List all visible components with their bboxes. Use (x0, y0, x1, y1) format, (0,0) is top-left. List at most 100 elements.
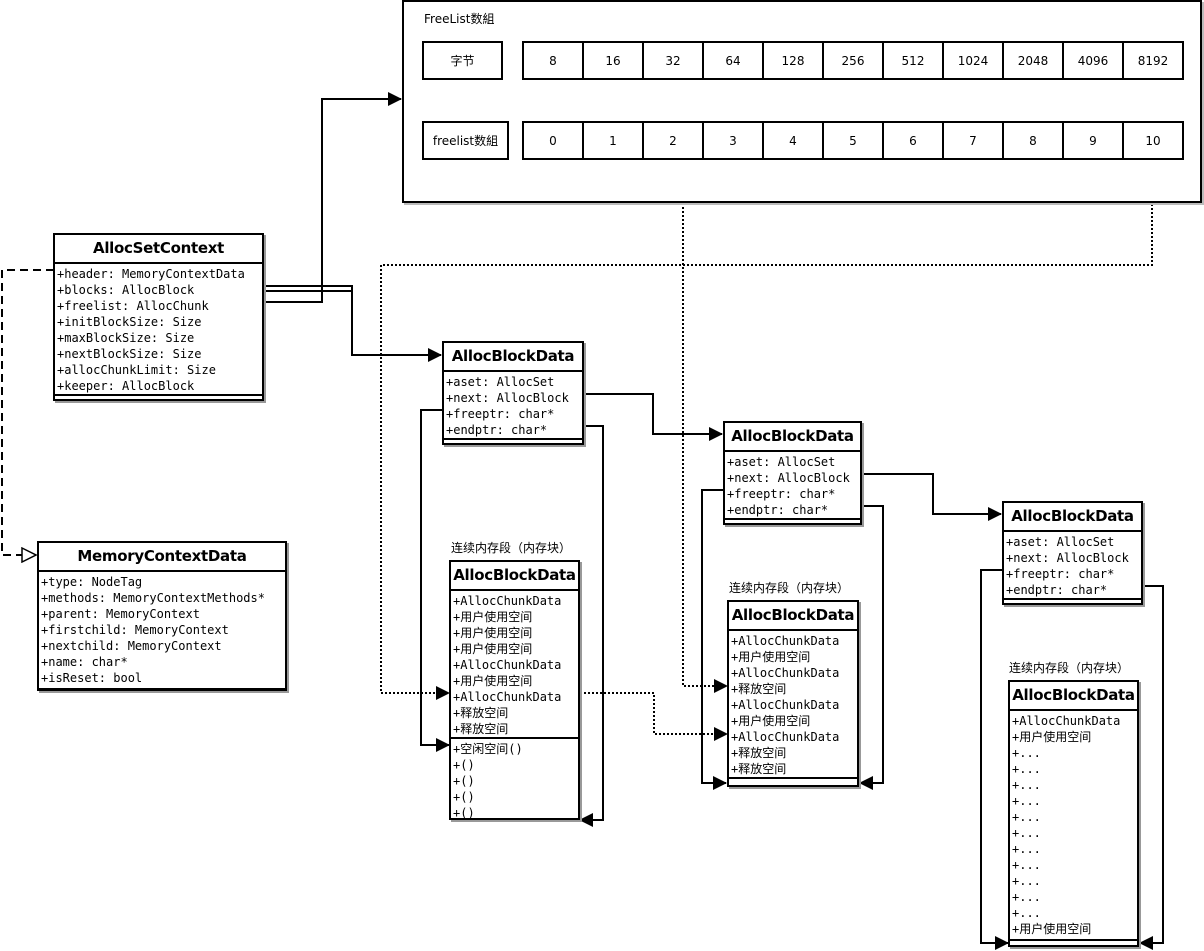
byte-size-cell: 16 (582, 41, 644, 80)
member-row: +AllocChunkData (453, 690, 562, 704)
member-row: +name: char* (41, 655, 128, 669)
member-row: +AllocChunkData (731, 698, 840, 712)
freelist-index-cell: 5 (822, 121, 884, 160)
header-inheritance-arrow (1, 269, 54, 555)
member-row: +释放空间 (731, 746, 787, 760)
class-title: AllocBlockData (451, 562, 578, 591)
member-row: +next: AllocBlock (446, 391, 569, 405)
class-title: MemoryContextData (39, 543, 285, 572)
block2-endptr-arrow (859, 505, 884, 790)
block1-next-arrow (583, 393, 723, 441)
member-row: +... (1012, 874, 1041, 888)
bytes-row-label: 字节 (422, 41, 503, 80)
freelist-index-cell: 2 (642, 121, 704, 160)
member-row: +... (1012, 778, 1041, 792)
class-title: AllocBlockData (1004, 503, 1141, 532)
member-row: +type: NodeTag (41, 575, 143, 589)
member-row: +AllocChunkData (453, 658, 562, 672)
class-title: AllocBlockData (729, 602, 857, 631)
segment-caption-2: 连续内存段（内存块） (729, 581, 850, 595)
memory-segment-2: AllocBlockData +AllocChunkData+用户使用空间+Al… (727, 600, 859, 787)
block-header-3: AllocBlockData +aset: AllocSet+next: All… (1002, 501, 1143, 605)
member-row: +AllocChunkData (731, 730, 840, 744)
member-row: +methods: MemoryContextMethods* (41, 591, 265, 605)
member-row: +用户使用空间 (731, 650, 811, 664)
member-row: +用户使用空间 (731, 714, 811, 728)
chunk-next-dotted-link (580, 692, 728, 741)
member-row: +initBlockSize: Size (57, 315, 202, 329)
attribute-list: +aset: AllocSet +next: AllocBlock +freeptr… (444, 372, 582, 440)
class-title: AllocBlockData (444, 343, 582, 372)
member-row: +aset: AllocSet (446, 375, 555, 389)
member-row: +nextBlockSize: Size (57, 347, 202, 361)
byte-size-cell: 128 (762, 41, 824, 80)
attribute-list: +AllocChunkData +用户使用空间 +用户使用空间 +用户使用空间 +All… (451, 591, 578, 739)
attribute-list: +AllocChunkData +用户使用空间 +... +... +... +... +.… (1010, 711, 1137, 941)
member-row: +() (453, 790, 475, 804)
freelist-index-cell: 9 (1062, 121, 1124, 160)
member-row: +... (1012, 858, 1041, 872)
member-row: +用户使用空间 (1012, 922, 1092, 936)
block3-freeptr-arrow (980, 569, 1009, 950)
block-header-1: AllocBlockData +aset: AllocSet +next: All… (442, 341, 584, 445)
member-row: +maxBlockSize: Size (57, 331, 195, 345)
member-row: +AllocChunkData (731, 666, 840, 680)
freelist-index-cell: 1 (582, 121, 644, 160)
freelist-frame-title: FreeList数組 (424, 12, 495, 26)
byte-size-cell: 512 (882, 41, 944, 80)
member-row: +header: MemoryContextData (57, 267, 245, 281)
block1-endptr-arrow (579, 425, 604, 827)
class-title: AllocBlockData (725, 423, 860, 452)
member-row: +aset: AllocSet (727, 455, 836, 469)
member-row: +nextchild: MemoryContext (41, 639, 222, 653)
member-row: +... (1012, 794, 1041, 808)
freelist-index-cell: 4 (762, 121, 824, 160)
member-row: +freelist: AllocChunk (57, 299, 209, 313)
member-row: +freeptr: char* (446, 407, 555, 421)
freelist-array-frame: FreeList数組 (402, 0, 1202, 203)
member-row: +用户使用空间 (453, 610, 533, 624)
member-row: +... (1012, 762, 1041, 776)
member-row: +AllocChunkData (453, 594, 562, 608)
member-row: +用户使用空间 (453, 674, 533, 688)
memory-segment-1: AllocBlockData +AllocChunkData +用户使用空间 +用户… (449, 560, 580, 820)
attribute-list: +aset: AllocSet+next: AllocBlock+freeptr… (1004, 532, 1141, 600)
member-row: +next: AllocBlock (727, 471, 850, 485)
memory-context-data-class: MemoryContextData +type: NodeTag +methods… (37, 541, 287, 691)
byte-size-cell: 8192 (1122, 41, 1184, 80)
block1-freeptr-arrow (420, 409, 450, 752)
class-title: AllocSetContext (55, 235, 262, 264)
class-title: AllocBlockData (1010, 682, 1137, 711)
operation-list: +空闲空间()+()+()+()+() (451, 739, 578, 821)
member-row: +AllocChunkData (1012, 714, 1121, 728)
member-row: +() (453, 774, 475, 788)
block3-endptr-arrow (1139, 585, 1164, 950)
member-row: +用户使用空间 (453, 626, 533, 640)
member-row: +... (1012, 826, 1041, 840)
member-row: +释放空间 (453, 722, 509, 736)
freelist-index-cell: 6 (882, 121, 944, 160)
byte-size-cell: 256 (822, 41, 884, 80)
attribute-list: +aset: AllocSet +next: AllocBlock +freeptr… (725, 452, 860, 520)
freelist-to-frame-arrow (264, 92, 402, 303)
member-row: +endptr: char* (446, 423, 548, 437)
member-row: +用户使用空间 (453, 642, 533, 656)
byte-size-cell: 4096 (1062, 41, 1124, 80)
member-row: +() (453, 806, 475, 820)
member-row: +用户使用空间 (1012, 730, 1092, 744)
attribute-list: +AllocChunkData +用户使用空间 +AllocChunkData +释放… (729, 631, 857, 779)
member-row: +() (453, 758, 475, 772)
member-row: +释放空间 (453, 706, 509, 720)
freelist-index-cell: 10 (1122, 121, 1184, 160)
freelist-index-cell: 7 (942, 121, 1004, 160)
memory-segment-3: AllocBlockData +AllocChunkData +用户使用空间 +..… (1008, 680, 1139, 947)
byte-size-cell: 32 (642, 41, 704, 80)
attribute-list: +header: MemoryContextData+blocks: Alloc… (55, 264, 262, 396)
blocks-to-block1-arrow (264, 285, 442, 362)
member-row: +keeper: AllocBlock (57, 379, 195, 393)
block2-next-arrow (861, 473, 1002, 521)
member-row: +freeptr: char* (727, 487, 836, 501)
member-row: +... (1012, 810, 1041, 824)
freelist-index-cell: 3 (702, 121, 764, 160)
freelist-index-cell: 0 (522, 121, 584, 160)
